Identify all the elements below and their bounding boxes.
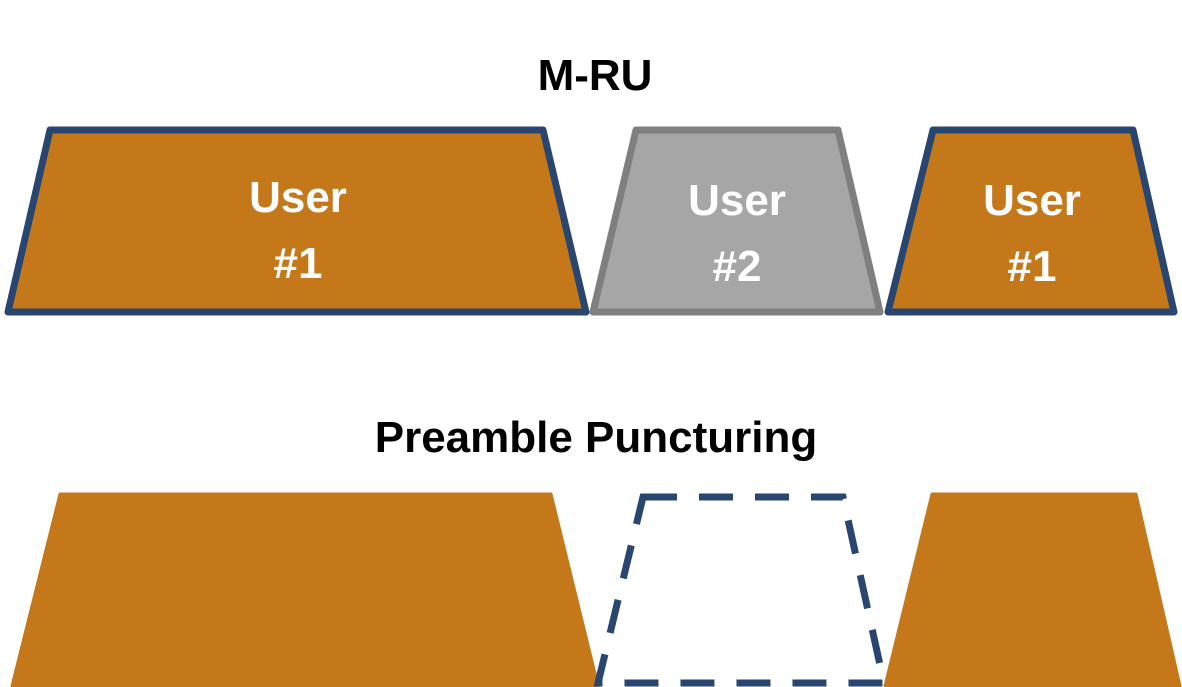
block-label-line1: User: [983, 176, 1081, 225]
punctured-block-dashed: [593, 493, 889, 687]
block-label-line1: User: [249, 173, 347, 222]
mru-title: M-RU: [538, 51, 653, 100]
puncturing-block-left: [10, 492, 600, 687]
puncturing-title: Preamble Puncturing: [375, 413, 818, 462]
mru-block-user1-right: User #1: [884, 126, 1178, 316]
block-label-line1: User: [688, 176, 786, 225]
block-label-line2: #1: [274, 239, 323, 288]
block-label-line2: #1: [1008, 242, 1057, 291]
mru-block-user1-left: User #1: [4, 126, 590, 316]
puncturing-block-right: [883, 492, 1182, 687]
block-label-line2: #2: [713, 242, 762, 291]
mru-block-user2: User #2: [589, 126, 884, 316]
